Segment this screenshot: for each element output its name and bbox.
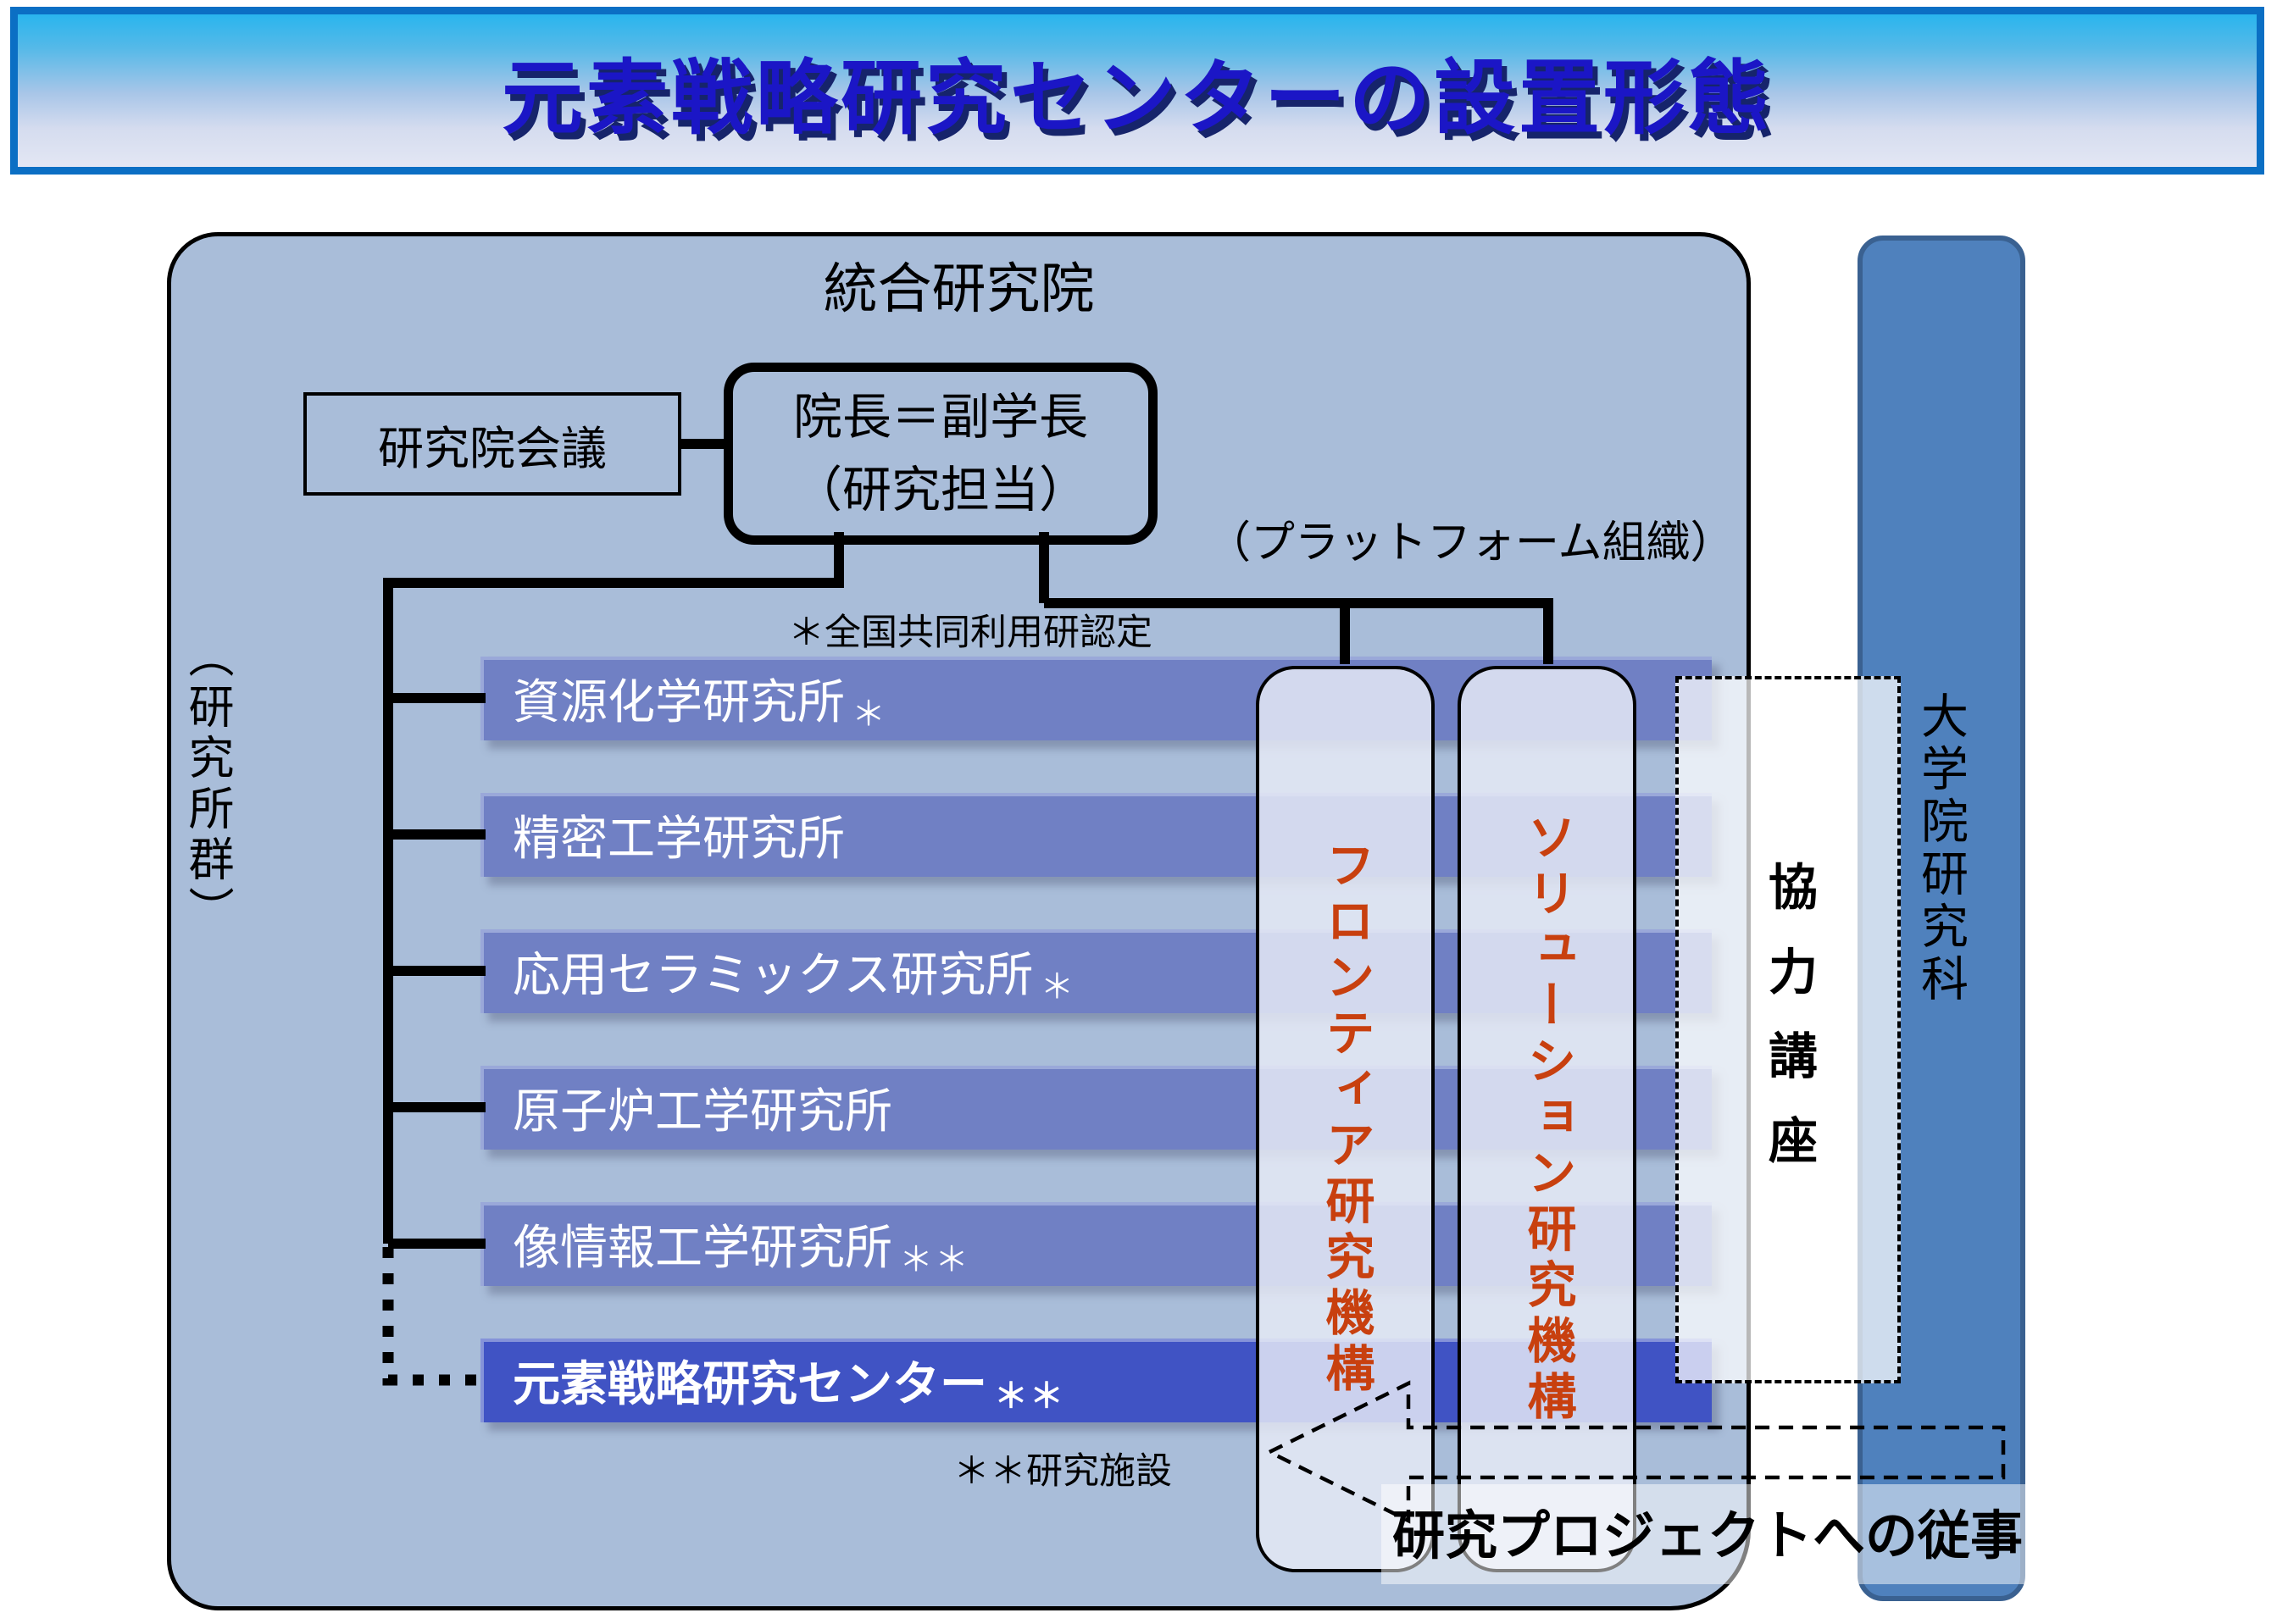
institute-stars: ＊＊ [994,1377,1065,1415]
director-box: 院長＝副学長 （研究担当） [724,363,1158,545]
container-label: 統合研究院 [823,258,1095,319]
institute-stars: ＊＊ [899,1240,970,1278]
council-box: 研究院会議 [303,392,681,496]
institute-name: 像情報工学研究所 [513,1221,892,1274]
title-banner: 元素戦略研究センターの設置形態 [10,7,2264,175]
institute-name: 元素戦略研究センター [513,1357,987,1411]
research-project-engagement-label: 研究プロジェクトへの従事 [1391,1507,2023,1566]
council-box-label: 研究院会議 [378,423,607,474]
institute-stars: ＊ [1040,967,1076,1006]
frontier-research-label: フロンティア研究機構 [1318,840,1374,1399]
institute-group-label: （研究所群） [181,632,232,937]
cooperation-course-label: 協力講座 [1761,860,1816,1200]
director-box-line2: （研究担当） [792,462,1088,518]
frontier-research-pillar: フロンティア研究機構 [1256,666,1435,1572]
platform-organization-label: （プラットフォーム組織） [1207,518,1735,568]
note-national-joint-use: ＊全国共同利用研認定 [788,612,1152,653]
institute-stars: ＊ [852,695,887,733]
institute-name: 資源化学研究所 [513,675,845,729]
institute-name: 原子炉工学研究所 [513,1084,892,1138]
graduate-school-label: 大学院研究科 [1914,691,1969,1006]
page-title: 元素戦略研究センターの設置形態 [502,53,1773,144]
director-box-line1: 院長＝副学長 [792,389,1088,445]
note-research-facility: ＊＊研究施設 [953,1451,1172,1492]
cooperation-course-box: 協力講座 [1675,676,1901,1383]
institute-name: 精密工学研究所 [513,812,845,865]
institute-name: 応用セラミックス研究所 [513,948,1034,1001]
solution-research-pillar: ソリューション研究機構 [1458,666,1636,1572]
solution-research-label: ソリューション研究機構 [1519,812,1575,1427]
